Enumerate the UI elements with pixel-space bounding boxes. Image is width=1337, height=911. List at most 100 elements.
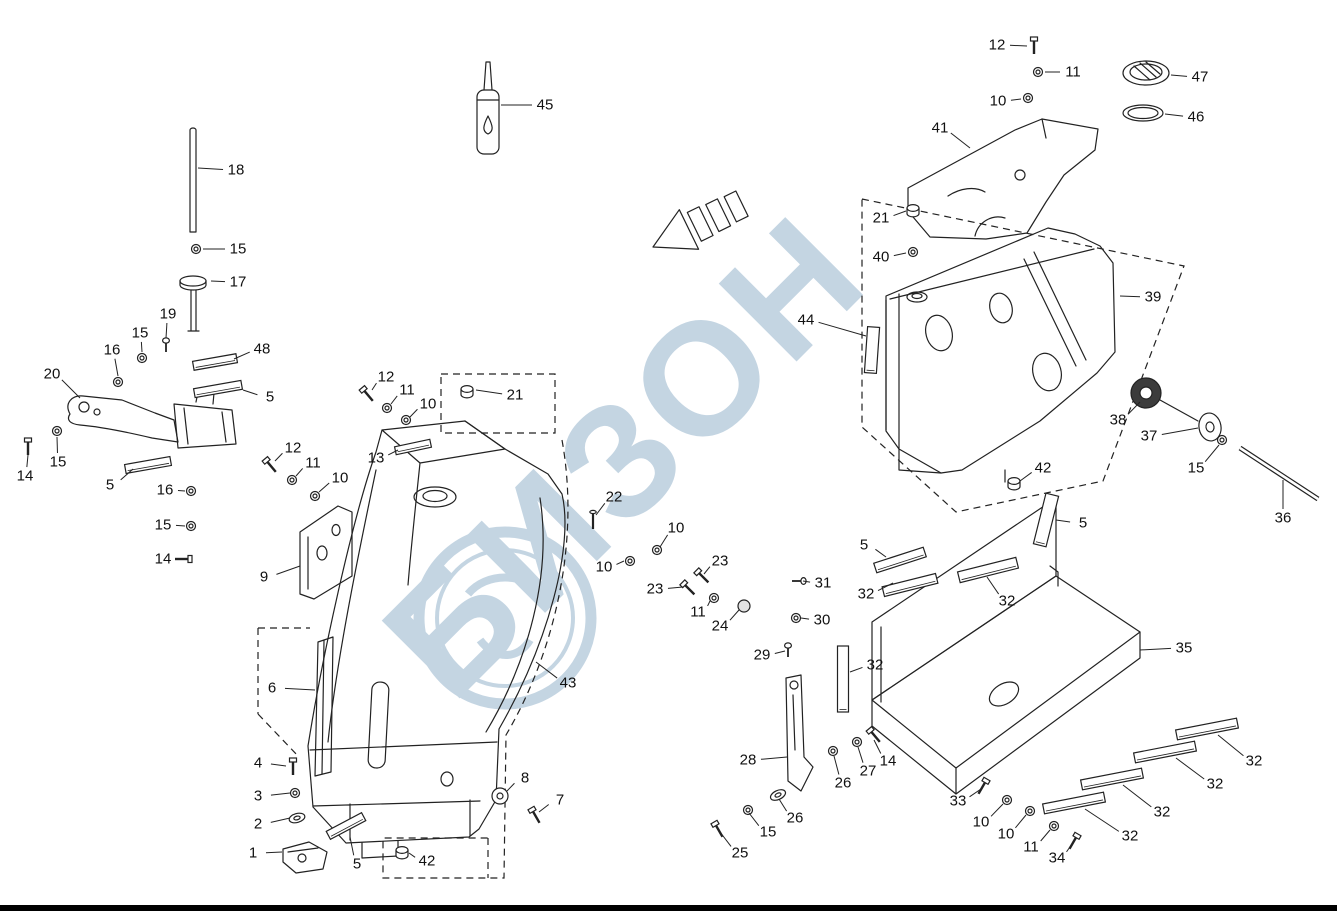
leader-line — [114, 358, 119, 377]
callout-18: 18 — [228, 162, 245, 179]
callout-4: 4 — [254, 755, 262, 772]
dashed-outline-left-tank — [382, 439, 569, 879]
part-grommet — [1130, 377, 1162, 409]
dashed-boundaries — [257, 198, 1185, 879]
callout-13: 13 — [368, 450, 385, 467]
callout-44: 44 — [798, 312, 815, 329]
mounting-plate — [907, 118, 1099, 240]
leader-line — [667, 586, 684, 589]
lever-bracket — [67, 391, 237, 449]
leader-line — [1217, 734, 1244, 757]
leader-line — [1055, 519, 1071, 523]
leader-line — [950, 132, 971, 149]
leader-line — [265, 851, 283, 854]
callout-28: 28 — [740, 752, 757, 769]
part-washer — [708, 592, 720, 604]
callout-14: 14 — [880, 753, 897, 770]
leader-line — [1170, 74, 1188, 77]
leader-line — [26, 454, 29, 468]
leader-line — [802, 580, 811, 583]
leader-line — [371, 382, 377, 391]
part-washer — [1032, 66, 1044, 78]
leader-line — [175, 524, 186, 527]
filler-cap — [1122, 60, 1170, 86]
leader-line — [177, 489, 186, 492]
leader-line — [893, 252, 907, 257]
part-washer — [790, 612, 802, 624]
callout-12: 12 — [378, 369, 395, 386]
callout-10: 10 — [973, 814, 990, 831]
part-washer — [851, 736, 863, 748]
part-bolt — [977, 776, 991, 795]
part-bolt — [710, 819, 724, 838]
callout-32: 32 — [1122, 828, 1139, 845]
leader-line — [760, 756, 788, 760]
part-bolt — [1068, 831, 1082, 850]
leader-line — [318, 482, 330, 493]
leader-line — [1010, 98, 1022, 101]
part-washer — [185, 520, 197, 532]
rod-part — [189, 127, 197, 233]
leader-line — [986, 576, 1000, 595]
part-strip — [956, 556, 1020, 584]
part-pin — [589, 509, 597, 529]
leader-line — [506, 782, 515, 792]
leader-line — [1175, 757, 1205, 780]
leader-line — [659, 534, 669, 548]
callout-32: 32 — [999, 593, 1016, 610]
callout-38: 38 — [1110, 412, 1127, 429]
callout-37: 37 — [1141, 428, 1158, 445]
leader-line — [1127, 401, 1141, 415]
callout-15: 15 — [132, 325, 149, 342]
callout-17: 17 — [230, 274, 247, 291]
callout-10: 10 — [990, 93, 1007, 110]
part-washer — [309, 490, 321, 502]
callout-32: 32 — [867, 657, 884, 674]
callout-20: 20 — [44, 366, 61, 383]
callout-25: 25 — [732, 845, 749, 862]
part-washer — [827, 745, 839, 757]
callout-46: 46 — [1188, 109, 1205, 126]
part-bolt — [693, 567, 710, 584]
leader-line — [849, 666, 863, 673]
callout-35: 35 — [1176, 640, 1193, 657]
part-washer — [1048, 820, 1060, 832]
callout-32: 32 — [858, 586, 875, 603]
callout-15: 15 — [230, 241, 247, 258]
callout-10: 10 — [420, 396, 437, 413]
mounting-tray — [871, 497, 1141, 795]
leader-line — [387, 449, 399, 456]
leader-line — [538, 804, 550, 813]
callout-10: 10 — [596, 559, 613, 576]
direction-arrow-icon — [652, 190, 749, 250]
callout-43: 43 — [560, 675, 577, 692]
hardware-parts — [23, 36, 1320, 860]
callout-8: 8 — [521, 770, 529, 787]
callout-9: 9 — [260, 569, 268, 586]
callout-26: 26 — [835, 775, 852, 792]
part-cap — [1007, 476, 1021, 491]
leader-line — [1161, 427, 1199, 436]
callout-11: 11 — [305, 455, 321, 472]
part-washer — [907, 246, 919, 258]
part-strip — [1132, 740, 1198, 764]
part-rod — [1238, 445, 1320, 502]
dashed-box-cap-21 — [440, 373, 556, 434]
callout-5: 5 — [860, 537, 868, 554]
part-bolt — [679, 579, 696, 596]
callout-36: 36 — [1275, 510, 1292, 527]
callout-21: 21 — [507, 387, 524, 404]
leader-line — [295, 468, 304, 477]
callout-23: 23 — [647, 581, 664, 598]
callout-14: 14 — [155, 551, 172, 568]
callout-24: 24 — [712, 618, 729, 635]
part-washer — [1022, 92, 1034, 104]
leader-line — [210, 280, 226, 283]
callout-33: 33 — [950, 793, 967, 810]
callout-6: 6 — [268, 680, 276, 697]
part-bolt — [527, 805, 541, 824]
leader-line — [1015, 814, 1027, 829]
callout-47: 47 — [1192, 69, 1209, 86]
callout-15: 15 — [1188, 460, 1205, 477]
